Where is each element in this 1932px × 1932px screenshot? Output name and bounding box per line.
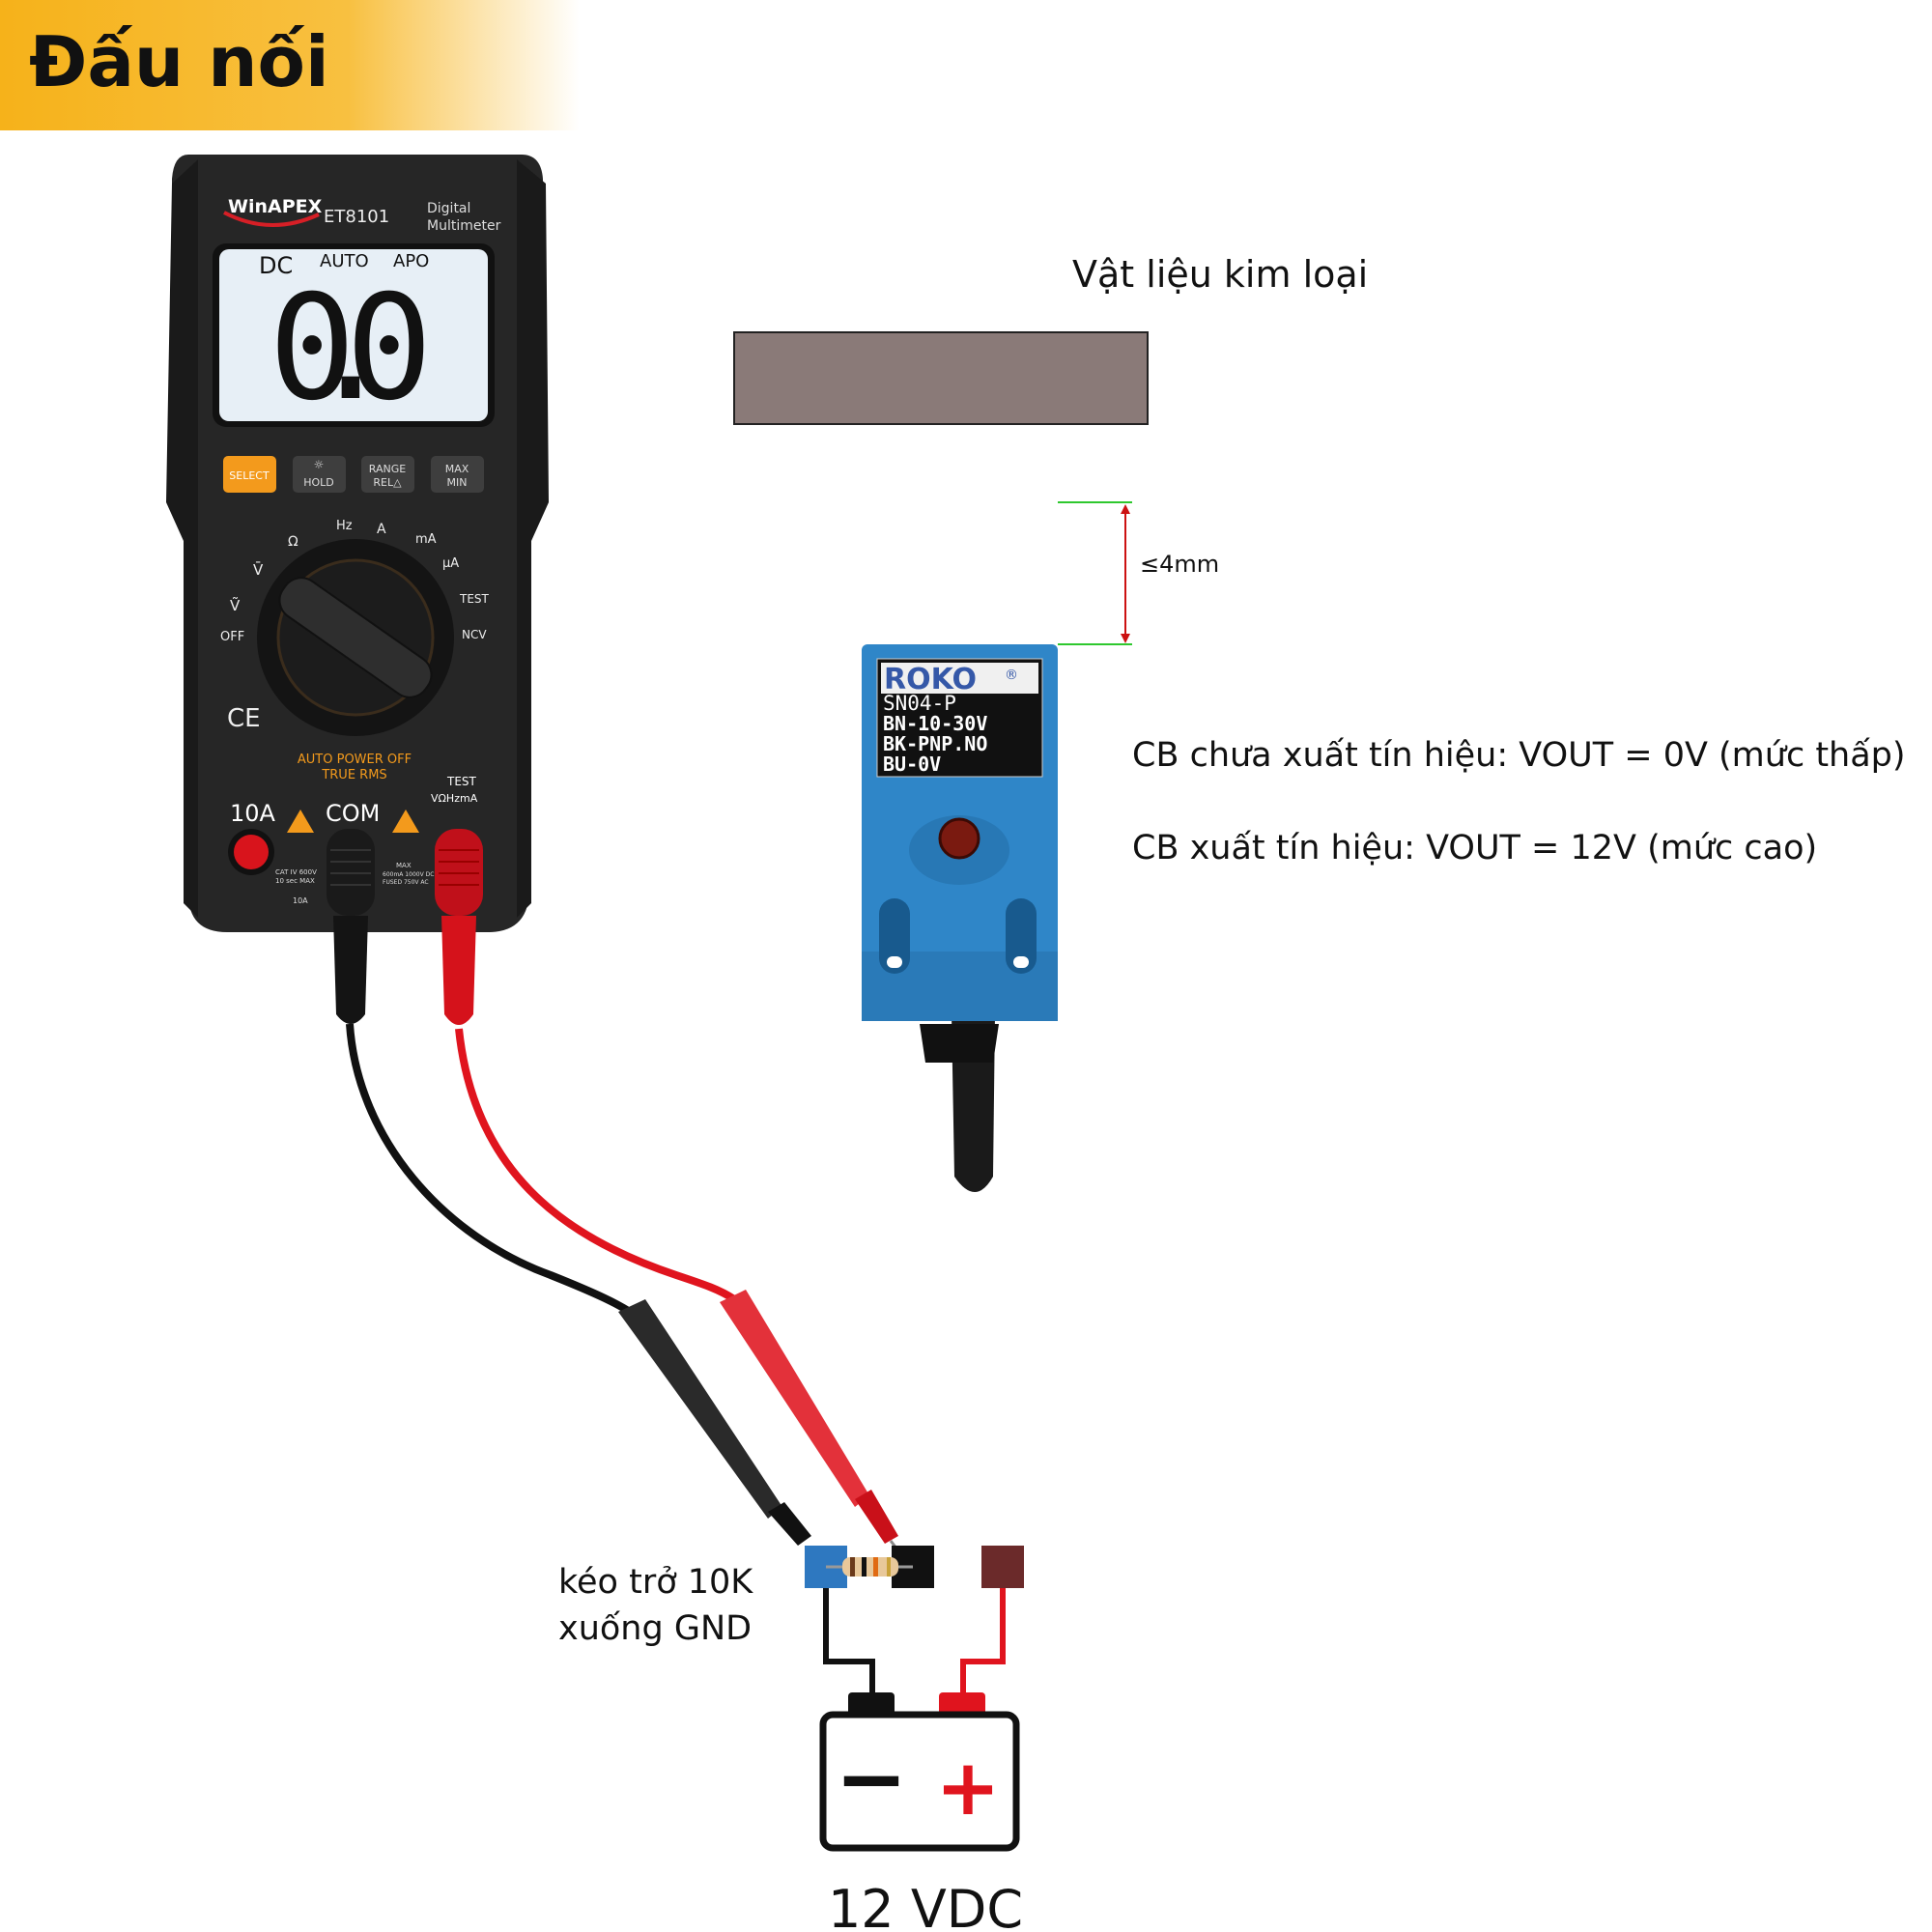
lcd-auto: AUTO: [320, 251, 369, 271]
jack-10a[interactable]: [234, 835, 269, 869]
meter-model: ET8101: [324, 207, 389, 227]
state-low-text: CB chưa xuất tín hiệu: VOUT = 0V (mức th…: [1132, 736, 1906, 775]
sensor-brand: ROKO: [884, 663, 977, 696]
warning-icon: [287, 810, 314, 833]
warning-icon: [392, 810, 419, 833]
page-title: Đấu nối: [29, 21, 329, 102]
state-high-text: CB xuất tín hiệu: VOUT = 12V (mức cao): [1132, 829, 1818, 867]
lcd-reading: 0.0: [269, 265, 433, 433]
jack-max-label: MAX: [396, 862, 412, 869]
brand-swoosh-icon: [223, 211, 320, 227]
max-min-button[interactable]: [431, 456, 484, 493]
sensor-line-2: BK-PNP.NO: [883, 732, 987, 755]
pulldown-label-2: xuống GND: [558, 1609, 753, 1648]
dial-ma: mA: [415, 532, 437, 547]
black-probe-wire: [346, 1023, 636, 1318]
title-banner: [0, 0, 580, 130]
red-probe-wire: [455, 1028, 737, 1303]
power-terminal-brown: [981, 1546, 1024, 1588]
dial-hz: Hz: [336, 519, 353, 533]
lcd-apo: APO: [393, 251, 429, 271]
select-label: SELECT: [229, 469, 270, 482]
select-button[interactable]: [223, 456, 276, 493]
rel-label: REL△: [373, 476, 402, 489]
backlight-icon: ☼: [314, 458, 325, 471]
sensor-line-1: BN-10-30V: [883, 712, 987, 735]
jack-10a-label: 10A: [230, 800, 276, 827]
multimeter: WinAPEX ET8101 Digital Multimeter DC AUT…: [166, 155, 549, 1025]
meter-desc-2: Multimeter: [427, 218, 501, 234]
hold-button[interactable]: [293, 456, 346, 493]
dial-a: A: [377, 522, 386, 537]
metal-label: Vật liệu kim loại: [1072, 253, 1369, 296]
battery-12vdc: [819, 1692, 1020, 1852]
red-probe[interactable]: [720, 1290, 905, 1558]
dial-ohm: Ω: [288, 534, 298, 550]
pulldown-resistor-icon: [826, 1557, 913, 1577]
black-probe[interactable]: [618, 1299, 811, 1546]
sensor-line-3: BU-0V: [883, 753, 941, 776]
gap-label: ≤4mm: [1140, 551, 1220, 578]
range-label: RANGE: [369, 463, 406, 475]
dial-ncv: NCV: [462, 628, 487, 641]
dial-v-ac: Ṽ: [230, 596, 241, 614]
hold-label: HOLD: [303, 476, 334, 489]
jack-10a-bottom: 10A: [293, 896, 308, 905]
jack-sec-label: 10 sec MAX: [275, 877, 315, 885]
dial-test: TEST: [459, 592, 490, 606]
min-label: MIN: [447, 476, 468, 489]
jack-vohm-label: VΩHzmA: [431, 792, 478, 805]
meter-brand: WinAPEX: [228, 196, 323, 217]
vcc-wire: [960, 1588, 1006, 1700]
led-indicator: [938, 817, 980, 860]
meter-desc-1: Digital: [427, 201, 470, 216]
max-label: MAX: [445, 463, 469, 475]
dial-off: OFF: [220, 630, 244, 644]
sensor-model: SN04-P: [883, 692, 956, 715]
sensor-reg: ®: [1005, 668, 1018, 683]
battery-plus-icon: +: [935, 1743, 1000, 1833]
jack-test-label: TEST: [446, 775, 477, 788]
ce-mark: CE: [227, 704, 261, 733]
metal-plate: [733, 331, 1149, 425]
battery-minus-icon: −: [835, 1728, 907, 1830]
dial-v-dc: V̄: [253, 560, 264, 579]
dial-ua: µA: [442, 556, 459, 571]
gnd-wire: [823, 1588, 875, 1700]
true-rms: TRUE RMS: [321, 768, 386, 782]
jack-com-label: COM: [326, 800, 380, 827]
pulldown-label-1: kéo trở 10K: [558, 1563, 753, 1602]
proximity-sensor: [862, 644, 1058, 1192]
dial-knob[interactable]: [272, 570, 440, 704]
jack-cat-label: CAT IV 600V: [275, 868, 317, 876]
jack-max2-label: 600mA 1000V DC: [383, 871, 434, 878]
lcd-dc: DC: [259, 252, 293, 279]
jack-max3-label: FUSED 750V AC: [383, 879, 429, 886]
auto-power-off: AUTO POWER OFF: [298, 753, 412, 767]
range-button[interactable]: [361, 456, 414, 493]
battery-label: 12 VDC: [828, 1879, 1023, 1932]
lcd-screen: [219, 249, 488, 421]
